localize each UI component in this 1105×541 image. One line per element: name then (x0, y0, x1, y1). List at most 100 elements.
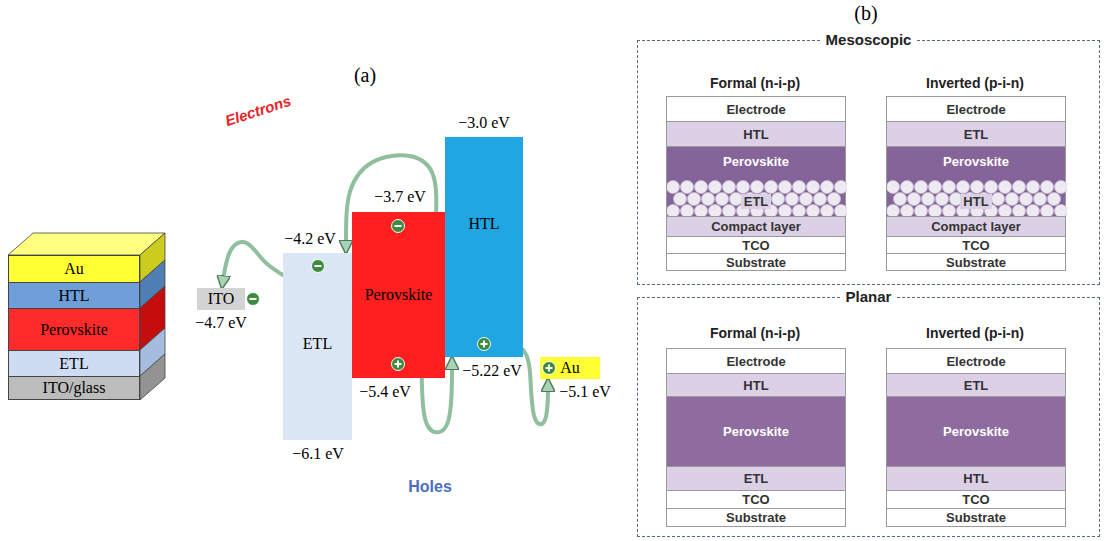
layer-label: TCO (742, 238, 769, 253)
layer-label: TCO (962, 238, 989, 253)
device-layer: Substrate (666, 253, 846, 271)
band-label: Perovskite (365, 286, 433, 304)
layer-label: Electrode (726, 102, 785, 117)
nanoparticle (807, 181, 820, 194)
nanoparticle (1006, 193, 1019, 206)
panel-title: Mesoscopic (821, 30, 917, 49)
device-layer: HTL (886, 466, 1066, 491)
energy-value: −5.4 eV (359, 383, 411, 401)
nanoparticle (1041, 181, 1054, 194)
electron-symbol (312, 260, 325, 273)
energy-value: −5.1 eV (559, 383, 611, 401)
nanoparticle (971, 181, 984, 194)
nanoparticle (992, 193, 1005, 206)
nanoparticle (786, 193, 799, 206)
layer-label: ETL (964, 378, 989, 393)
layer-label: HTL (963, 471, 988, 486)
layer-label: Electrode (946, 354, 1005, 369)
hole-symbol (392, 358, 405, 371)
layer-label: Electrode (726, 354, 785, 369)
device-layer: Perovskite (886, 396, 1066, 467)
nanoparticle (681, 181, 694, 194)
device-layer: HTL (666, 121, 846, 147)
nanoparticle (985, 181, 998, 194)
device-layer: HTL (666, 373, 846, 397)
nanoparticle (716, 193, 729, 206)
layer-label: TCO (742, 492, 769, 507)
energy-band: ETL (283, 253, 352, 440)
layer-label: Compact layer (931, 219, 1021, 234)
nanoparticle (800, 193, 813, 206)
device-layer: TCO (886, 236, 1066, 254)
nanoparticle (999, 181, 1012, 194)
device-layer: Electrode (886, 96, 1066, 122)
ito-side-face (140, 354, 165, 400)
band-label: Perovskite (40, 321, 108, 339)
device-layer: PerovskiteETL (666, 146, 846, 217)
panel-letter: (a) (354, 64, 376, 87)
nanoparticle (765, 181, 778, 194)
nanoparticle (723, 181, 736, 194)
energy-band: Perovskite (352, 212, 445, 378)
nanoparticle (887, 181, 900, 194)
au-top-face (8, 233, 165, 255)
device-layer: Electrode (666, 96, 846, 122)
device-layer: Compact layer (886, 216, 1066, 237)
layer-label: Compact layer (711, 219, 801, 234)
device-layer: Compact layer (666, 216, 846, 237)
band-label: ETL (303, 335, 332, 353)
device-layer: ETL (886, 373, 1066, 397)
device-layer: Substrate (886, 508, 1066, 527)
layer-label: Perovskite (943, 154, 1009, 169)
nanoparticle (1034, 193, 1047, 206)
nanoparticle (929, 181, 942, 194)
nanoparticle (737, 181, 750, 194)
device-layer: PerovskiteHTL (886, 146, 1066, 217)
energy-band: HTL (445, 137, 523, 357)
electrode-level: ITO (197, 288, 245, 310)
band-label: Au (64, 260, 84, 278)
nanoparticle (1027, 181, 1040, 194)
nanoparticle (1055, 181, 1068, 194)
column-heading: Inverted (p-i-n) (926, 325, 1024, 341)
layer-block: Perovskite (8, 308, 140, 351)
layer-label: ETL (744, 471, 769, 486)
layer-label: Substrate (946, 510, 1006, 525)
device-layer: Perovskite (666, 396, 846, 467)
device-layer: TCO (666, 490, 846, 509)
layer-label: HTL (960, 194, 991, 209)
layer-label: Perovskite (723, 154, 789, 169)
layer-label: Substrate (726, 510, 786, 525)
nanoparticle (695, 181, 708, 194)
band-label: HTL (58, 287, 89, 305)
device-layer: Substrate (666, 508, 846, 527)
nanoparticle (936, 193, 949, 206)
nanoparticle (901, 181, 914, 194)
layer-label: HTL (743, 127, 768, 142)
nanoparticle (894, 193, 907, 206)
panel-letter: (b) (854, 2, 877, 25)
layer-block: ETL (8, 350, 140, 377)
energy-value: −6.1 eV (292, 445, 344, 463)
energy-value: −5.22 eV (462, 362, 522, 380)
layer-label: Perovskite (723, 424, 789, 439)
nanoparticle (702, 193, 715, 206)
nanoparticle (688, 193, 701, 206)
device-layer: ETL (666, 466, 846, 491)
nanoparticle (772, 193, 785, 206)
nanoparticle (709, 181, 722, 194)
nanoparticle (793, 181, 806, 194)
nanoparticle (667, 181, 680, 194)
layer-label: Substrate (726, 255, 786, 270)
energy-value: −4.2 eV (284, 230, 336, 248)
nanoparticle (1020, 193, 1033, 206)
band-label: ITO/glass (43, 379, 106, 397)
nanoparticle (821, 181, 834, 194)
device-layer: TCO (666, 236, 846, 254)
layer-block: Au (8, 255, 140, 283)
nanoparticle (814, 193, 827, 206)
hole-symbol (543, 362, 556, 375)
panel-title: Planar (841, 287, 897, 306)
electron-symbol (247, 293, 260, 306)
column-heading: Inverted (p-i-n) (926, 75, 1024, 91)
